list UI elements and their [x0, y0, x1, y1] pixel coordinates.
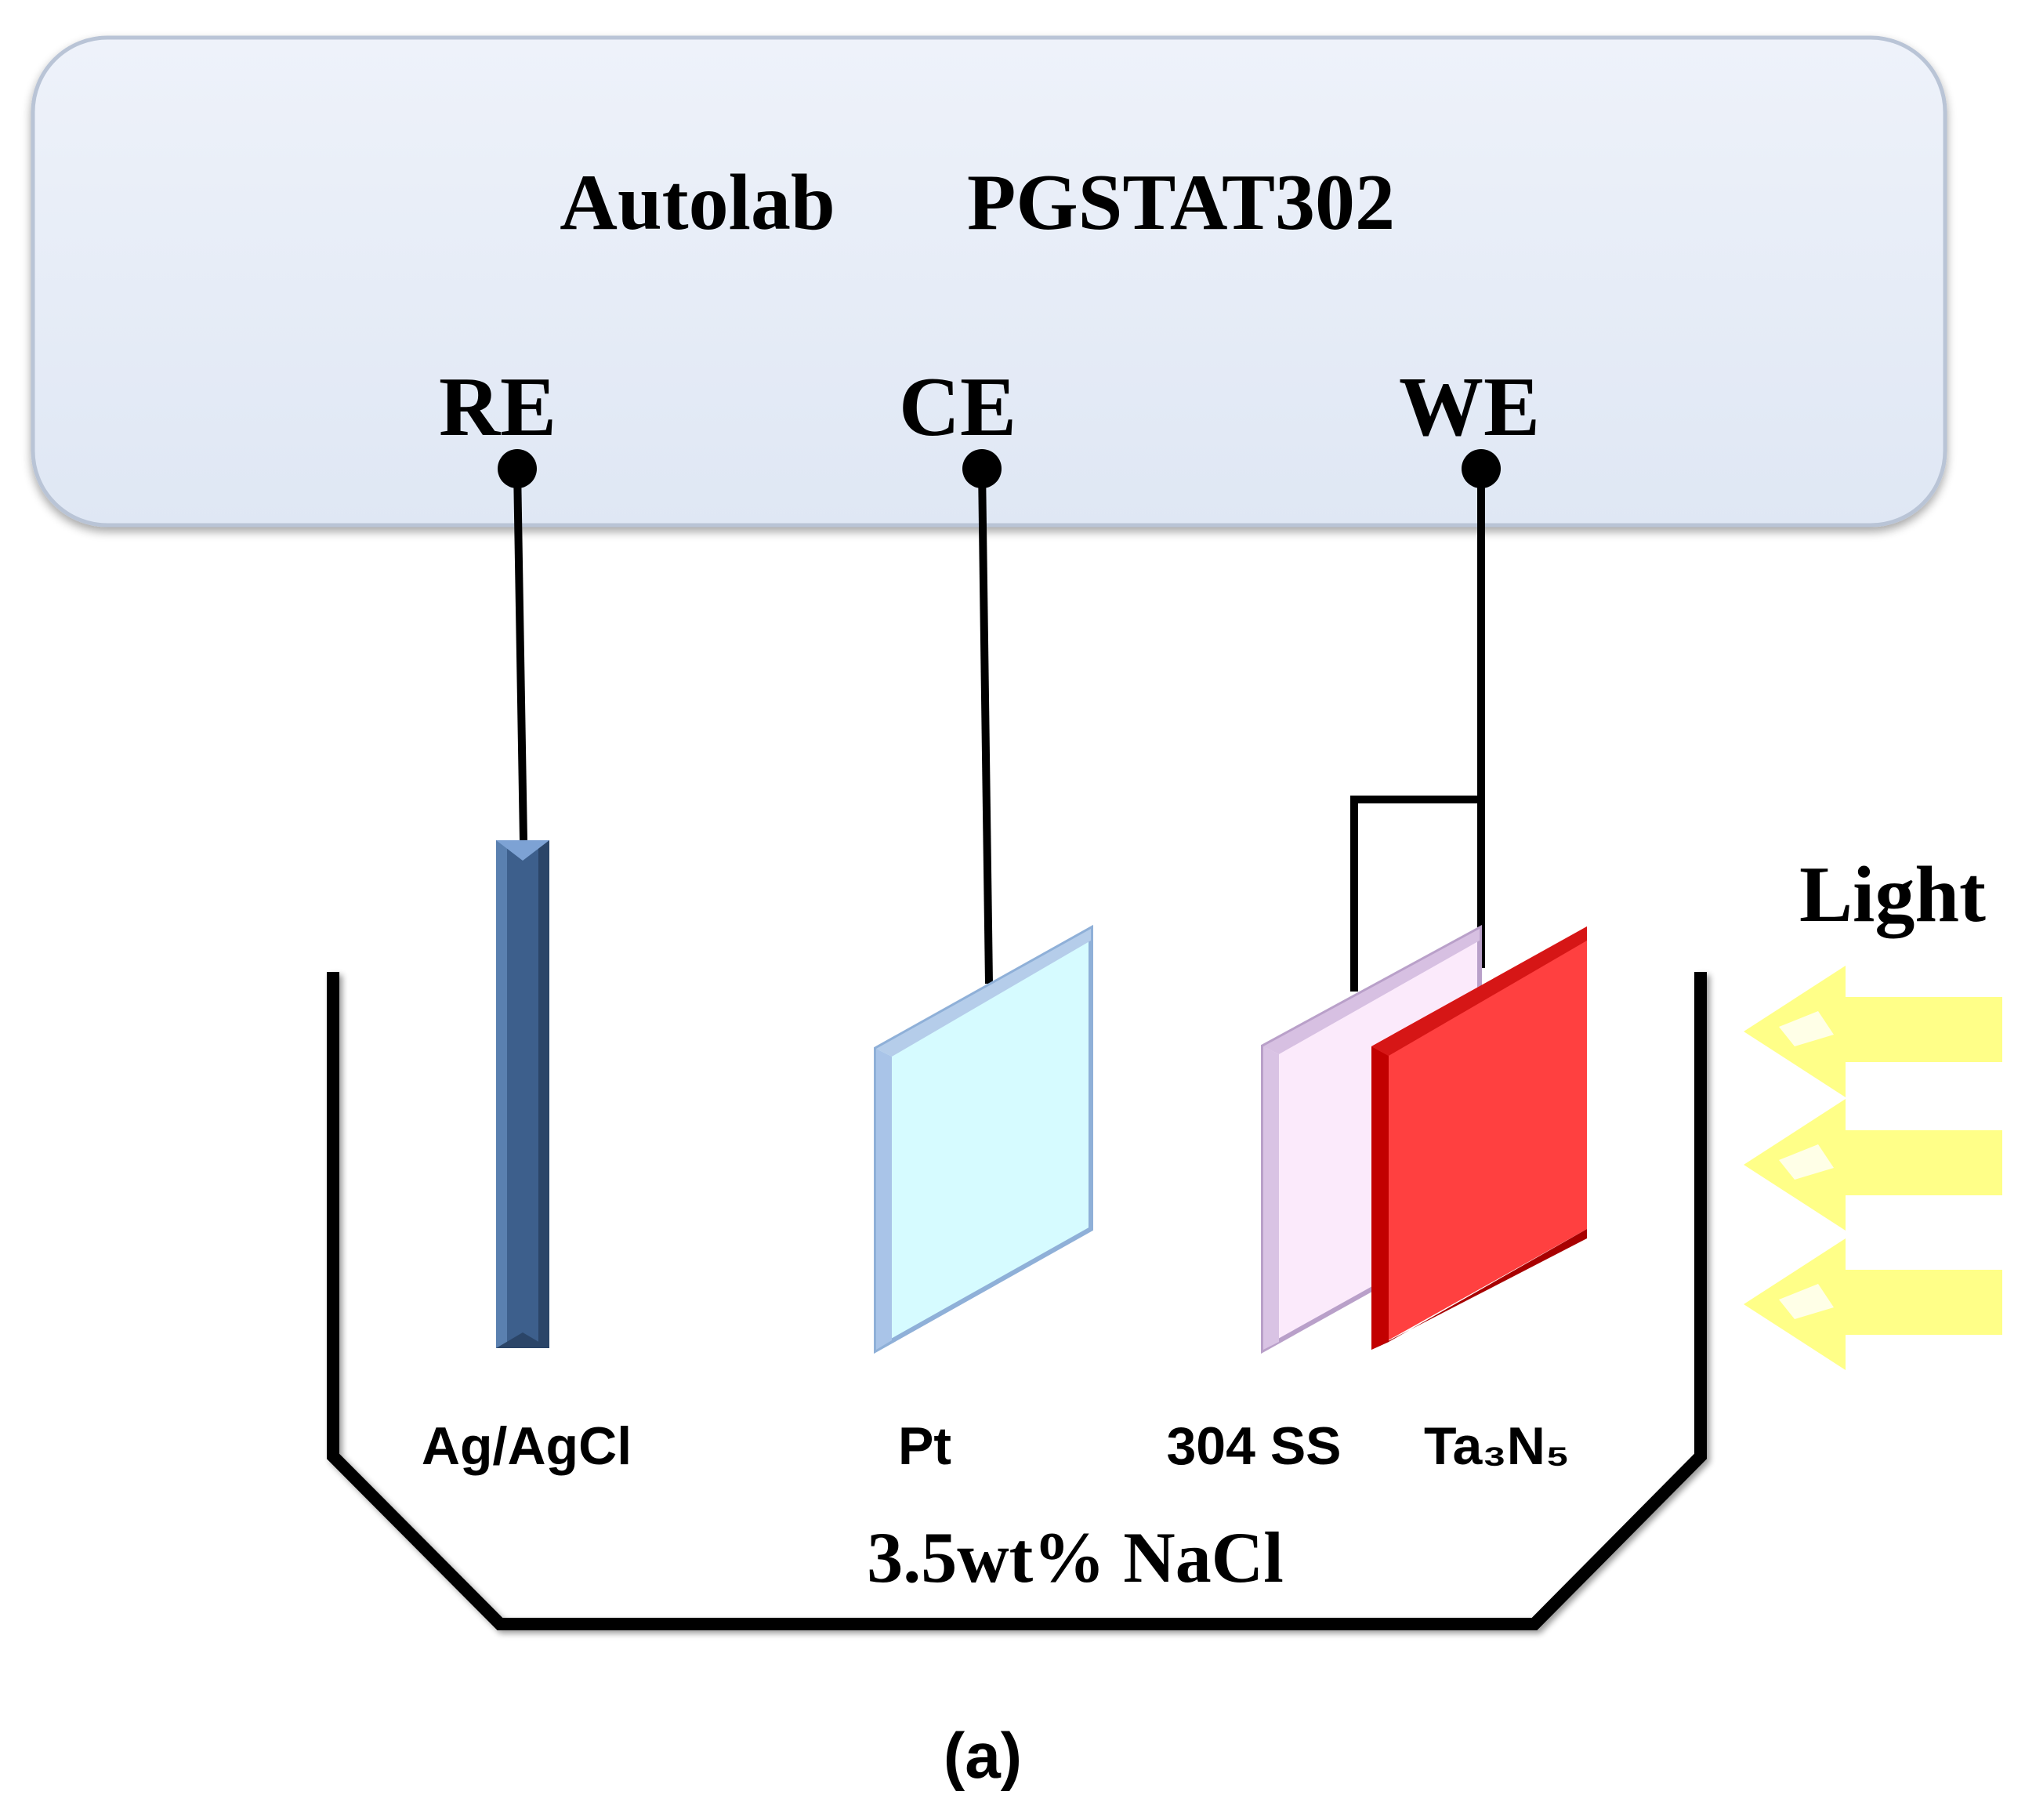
terminal-label-re: RE: [439, 361, 556, 454]
terminal-dot-we: [1462, 449, 1501, 488]
reference-electrode-label: Ag/AgCl: [422, 1416, 632, 1476]
light-arrows: [1744, 966, 2002, 1370]
light-label: Light: [1799, 850, 1986, 939]
beaker-outline: [327, 972, 1707, 1630]
counter-electrode-label: Pt: [898, 1416, 951, 1476]
terminal-dot-re: [498, 449, 537, 488]
wire-ce: [978, 468, 993, 984]
terminal-dot-ce: [962, 449, 1002, 488]
light-arrow-icon: [1744, 1099, 2002, 1231]
photoanode-label: Ta₃N₅: [1424, 1416, 1570, 1476]
photoanode-plate: [1371, 926, 1587, 1350]
light-arrow-icon: [1744, 1238, 2002, 1370]
substrate-label: 304 SS: [1166, 1416, 1341, 1476]
terminal-label-we: WE: [1399, 361, 1540, 454]
reference-electrode: [496, 840, 549, 1348]
electrolyte-label: 3.5wt% NaCl: [867, 1517, 1284, 1597]
wire-re: [513, 468, 527, 841]
instrument-name: Autolab: [560, 158, 835, 247]
potentiostat-box: [31, 35, 1947, 528]
panel-label: (a): [944, 1720, 1022, 1792]
wire-we-branch: [1350, 796, 1481, 992]
wires: [513, 468, 1485, 992]
light-arrow-icon: [1744, 966, 2002, 1097]
counter-electrode: [874, 924, 1093, 1354]
terminal-label-ce: CE: [899, 361, 1016, 454]
instrument-model: PGSTAT302: [967, 158, 1395, 247]
